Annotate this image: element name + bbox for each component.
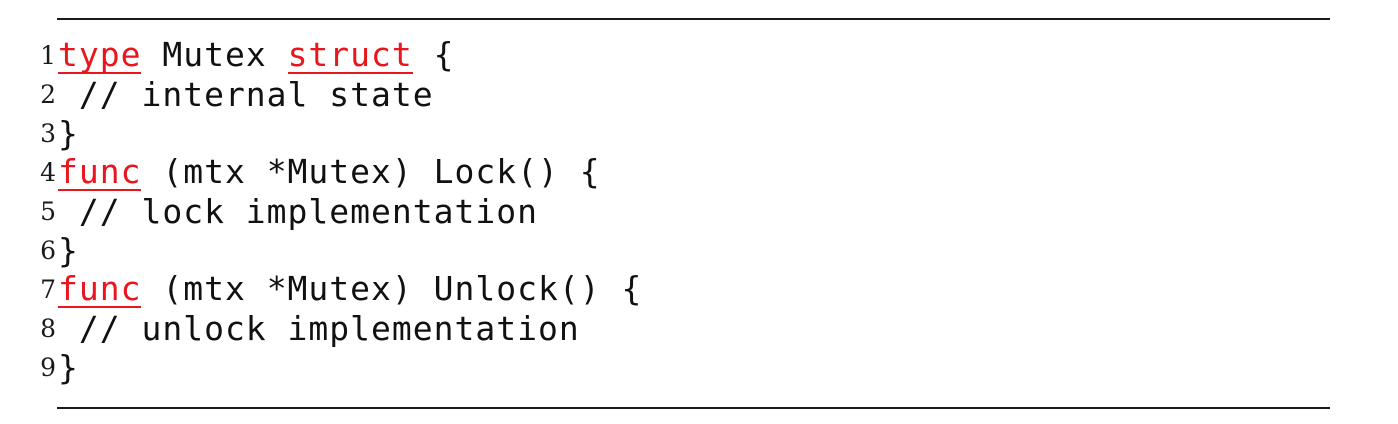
code-text: } xyxy=(58,113,79,153)
line-source: type Mutex struct { xyxy=(58,34,455,74)
keyword-type: type xyxy=(58,34,142,74)
code-text: (mtx *Mutex) Lock() { xyxy=(141,151,601,191)
code-line-7: 7 func (mtx *Mutex) Unlock() { xyxy=(22,270,642,309)
line-number: 7 xyxy=(40,275,56,304)
line-source: func (mtx *Mutex) Unlock() { xyxy=(58,268,643,308)
code-line-3: 3 } xyxy=(22,114,642,153)
code-block: 1 type Mutex struct { 2 // internal stat… xyxy=(22,36,642,387)
keyword-struct: struct xyxy=(287,34,413,74)
code-line-4: 4 func (mtx *Mutex) Lock() { xyxy=(22,153,642,192)
code-line-6: 6 } xyxy=(22,231,642,270)
code-text: { xyxy=(412,34,455,74)
code-comment: // lock implementation xyxy=(58,191,538,231)
line-source: } xyxy=(58,230,79,270)
code-line-5: 5 // lock implementation xyxy=(22,192,642,231)
code-line-9: 9 } xyxy=(22,348,642,387)
code-text: (mtx *Mutex) Unlock() { xyxy=(141,268,643,308)
top-rule xyxy=(57,18,1330,20)
line-number: 6 xyxy=(40,236,56,265)
code-comment: // internal state xyxy=(58,74,434,114)
line-source: // unlock implementation xyxy=(58,308,580,348)
code-text: } xyxy=(58,347,79,387)
line-source: } xyxy=(58,347,79,387)
code-line-8: 8 // unlock implementation xyxy=(22,309,642,348)
code-text: Mutex xyxy=(141,34,288,74)
keyword-func: func xyxy=(58,151,142,191)
code-text: } xyxy=(58,230,79,270)
line-source: // internal state xyxy=(58,74,434,114)
code-line-2: 2 // internal state xyxy=(22,75,642,114)
line-source: } xyxy=(58,113,79,153)
line-number: 3 xyxy=(40,119,56,148)
line-number: 9 xyxy=(40,353,56,382)
line-source: // lock implementation xyxy=(58,191,538,231)
line-number: 8 xyxy=(40,314,56,343)
bottom-rule xyxy=(57,407,1330,409)
line-number: 4 xyxy=(40,158,56,187)
line-number: 5 xyxy=(40,197,56,226)
line-number: 1 xyxy=(40,41,56,70)
code-comment: // unlock implementation xyxy=(58,308,580,348)
line-source: func (mtx *Mutex) Lock() { xyxy=(58,151,601,191)
keyword-func: func xyxy=(58,268,142,308)
line-number: 2 xyxy=(40,80,56,109)
code-line-1: 1 type Mutex struct { xyxy=(22,36,642,75)
